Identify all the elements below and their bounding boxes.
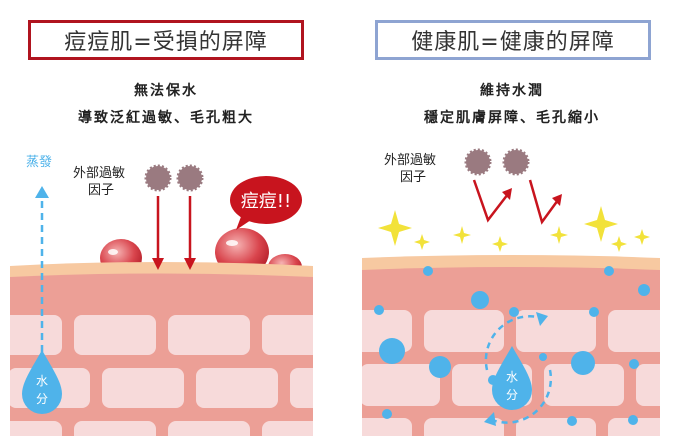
- water-label-line2: 分: [36, 392, 48, 406]
- water-label-line2: 分: [506, 388, 518, 402]
- water-label-line1: 水: [36, 374, 48, 388]
- circulation-arrow-top: [484, 315, 543, 371]
- sparkles: [378, 206, 650, 252]
- allergen-label-line1: 外部過敏: [384, 153, 436, 168]
- allergen-particle-2: [176, 164, 204, 192]
- bounce-arrowhead-1: [502, 188, 512, 200]
- circulation-arrow-bottom: [491, 369, 553, 424]
- allergen-particle-1: [144, 164, 172, 192]
- title-healthy-barrier: 健康肌=健康的屏障: [375, 20, 651, 60]
- water-drop: [22, 350, 62, 414]
- bounce-arrow-1: [472, 179, 509, 223]
- allergen-label-line2: 因子: [88, 183, 114, 198]
- allergen-label-line1: 外部過敏: [73, 166, 125, 181]
- title-damaged-barrier: 痘痘肌=受損的屏障: [28, 20, 304, 60]
- allergen-particle-2: [502, 148, 530, 176]
- penetration-arrowhead-2: [184, 258, 196, 270]
- moisture-dots: [374, 266, 650, 426]
- bounce-arrow-2: [528, 179, 560, 225]
- caption-left-line1: 無法保水: [134, 83, 198, 99]
- circulation-arrowhead-bottom: [484, 412, 496, 426]
- allergen-label-line2: 因子: [400, 170, 426, 185]
- allergen-particle-1: [464, 148, 492, 176]
- circulation-arrowhead-top: [536, 312, 548, 326]
- penetration-arrowhead-1: [152, 258, 164, 270]
- healthy-skin-diagram: 外部過敏 因子 水 分: [362, 148, 660, 436]
- evaporation-label: 蒸發: [26, 155, 52, 170]
- caption-right-line1: 維持水潤: [480, 83, 544, 99]
- water-drop: [492, 346, 532, 410]
- water-label-line1: 水: [506, 370, 518, 384]
- bounce-arrowhead-2: [552, 194, 562, 206]
- damaged-skin-diagram: 外部過敏 因子 蒸發 痘痘!! 水 分: [10, 155, 313, 436]
- speech-bubble: [230, 176, 302, 230]
- caption-left-line2: 導致泛紅過敏、毛孔粗大: [78, 110, 254, 126]
- speech-bubble-text: 痘痘!!: [241, 191, 291, 212]
- skin-cells: [10, 315, 313, 436]
- caption-right-line2: 穩定肌膚屏障、毛孔縮小: [424, 110, 600, 126]
- evaporation-arrowhead: [35, 186, 49, 198]
